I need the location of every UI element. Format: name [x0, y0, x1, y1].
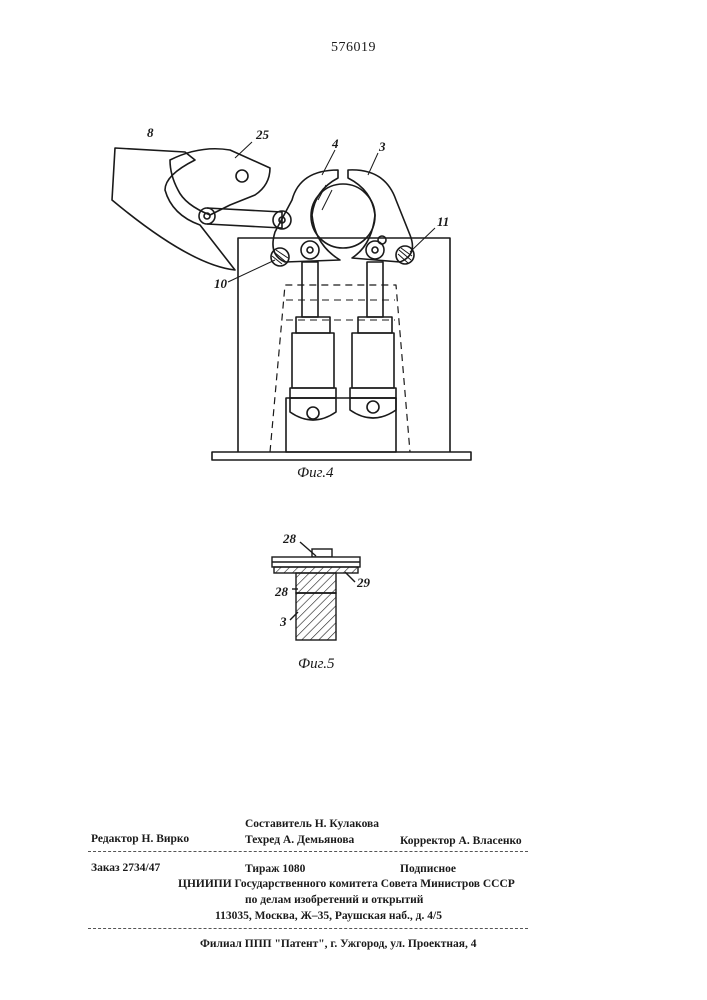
corrector: Корректор А. Власенко	[400, 835, 522, 847]
fig5-label-28-mid: 28	[275, 584, 288, 600]
fig5-label-29: 29	[357, 575, 370, 591]
label-8: 8	[147, 125, 154, 141]
figure-5-drawing	[0, 500, 707, 660]
order-number: Заказ 2734/47	[91, 862, 160, 874]
separator-line-2	[88, 928, 528, 929]
label-10: 10	[214, 276, 227, 292]
affairs: по делам изобретений и открытий	[245, 894, 423, 906]
techred: Техред А. Демьянова	[245, 834, 354, 846]
address: 113035, Москва, Ж–35, Раушская наб., д. …	[215, 910, 442, 922]
figure-5-caption: Фиг.5	[298, 656, 334, 673]
figure-4-drawing	[0, 0, 707, 500]
label-3: 3	[379, 139, 386, 155]
composer: Составитель Н. Кулакова	[245, 818, 379, 830]
branch: Филиал ППП "Патент", г. Ужгород, ул. Про…	[200, 938, 476, 950]
label-25: 25	[256, 127, 269, 143]
housing-frame	[238, 238, 450, 452]
separator-line	[88, 851, 528, 852]
subscription: Подписное	[400, 863, 456, 875]
base-plate	[212, 452, 471, 460]
figure-4-caption: Фиг.4	[297, 465, 333, 482]
fig5-label-3: 3	[280, 614, 287, 630]
fig5-label-28-top: 28	[283, 531, 296, 547]
jaw-25	[170, 149, 270, 215]
label-4: 4	[332, 136, 339, 152]
circulation: Тираж 1080	[245, 863, 305, 875]
label-11: 11	[437, 214, 449, 230]
institute: ЦНИИПИ Государственного комитета Совета …	[178, 878, 515, 890]
clamp-jaw-3	[348, 170, 412, 262]
editor: Редактор Н. Вирко	[91, 833, 189, 845]
